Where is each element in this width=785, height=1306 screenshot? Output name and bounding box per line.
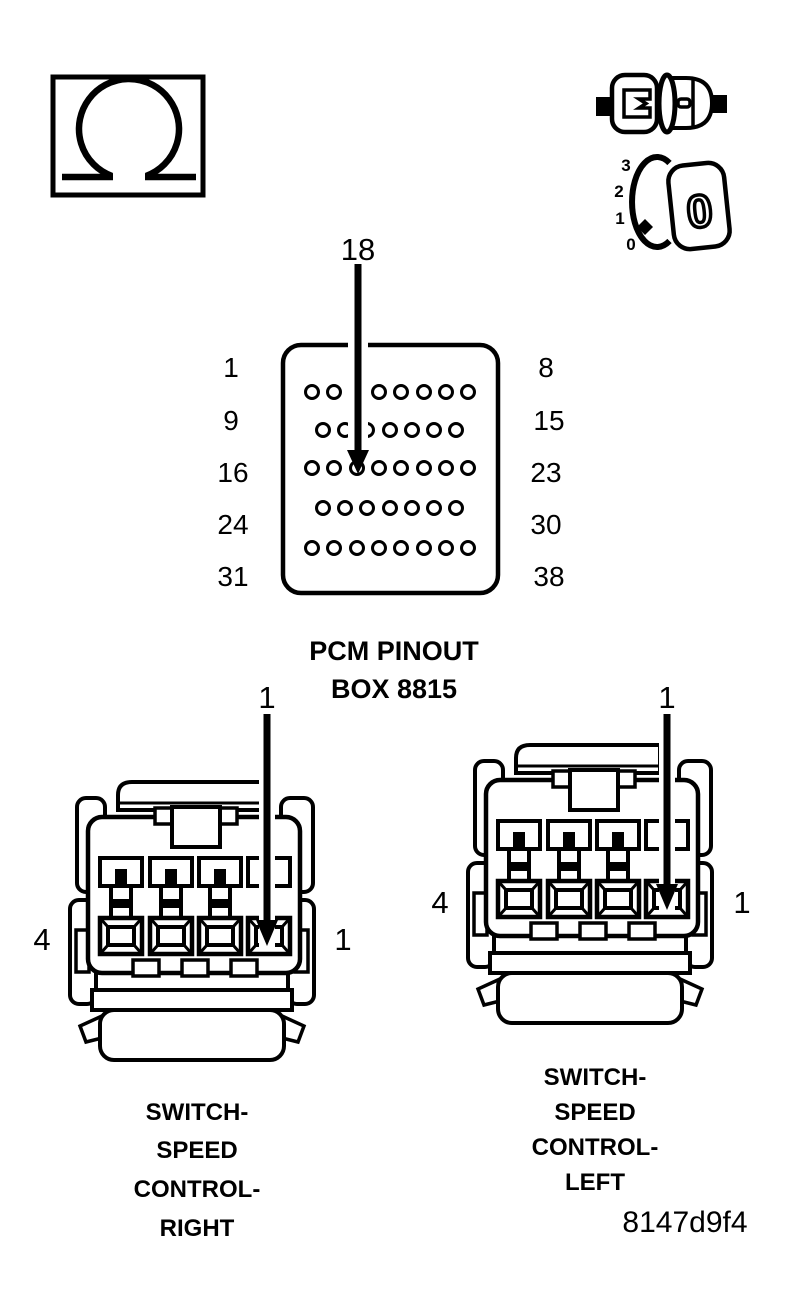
pin-1-callout-arrow-left-switch [656,712,678,912]
ohmmeter-icon [50,74,206,198]
pcm-pinout-box: 18 1 9 16 24 31 8 15 23 30 38 PCM PINOUT… [217,232,564,704]
key-position-2: 2 [614,182,623,201]
row-label-right-8: 8 [538,352,554,383]
pin-label-1-left-switch: 1 [733,885,750,920]
pcm-callout-label: 18 [341,232,375,267]
pin-label-4-right-switch: 4 [33,922,50,957]
row-label-left-24: 24 [217,509,248,540]
name-line: SWITCH- [146,1099,249,1126]
key-face-label: 0 [684,184,715,238]
name-line: SPEED [554,1099,635,1126]
name-line: CONTROL- [532,1134,659,1161]
pcm-title-line-2: BOX 8815 [331,674,457,704]
pin-label-1-right-switch: 1 [334,922,351,957]
name-line: RIGHT [160,1215,235,1242]
row-label-right-15: 15 [533,405,564,436]
row-label-left-9: 9 [223,405,239,436]
row-label-right-23: 23 [530,457,561,488]
key-switch-icon: 0 3 2 1 0 [614,154,732,254]
connector-speed-control-left: 1 4 1 SWITCH- SPEED CONTROL- LEFT [431,680,750,1196]
row-label-left-1: 1 [223,352,239,383]
row-label-left-31: 31 [217,561,248,592]
name-right-switch: SWITCH- SPEED CONTROL- RIGHT [134,1099,261,1242]
name-line: CONTROL- [134,1176,261,1203]
pin-label-4-left-switch: 4 [431,885,448,920]
pcm-box-outline [280,342,501,596]
key-position-3: 3 [621,156,630,175]
row-label-left-16: 16 [217,457,248,488]
connector-speed-control-right: 1 4 1 SWITCH- SPEED CONTROL- RIGHT [33,680,351,1242]
key-position-0: 0 [626,235,635,254]
name-line: SPEED [156,1137,237,1164]
name-line: SWITCH- [544,1064,647,1091]
key-position-1: 1 [615,209,624,228]
pin-grid [304,384,476,556]
row-label-right-30: 30 [530,509,561,540]
pcm-row-labels: 1 9 16 24 31 8 15 23 30 38 [217,352,564,592]
name-left-switch: SWITCH- SPEED CONTROL- LEFT [532,1064,659,1196]
name-line: LEFT [565,1169,625,1196]
callout-label-right-switch: 1 [258,680,275,715]
key-position-marker [637,219,653,235]
pin-1-callout-arrow-right-switch [256,712,278,948]
figure-code: 8147d9f4 [622,1206,747,1239]
disconnect-connector-icon [596,72,727,135]
pin-18-callout-arrow [347,264,369,474]
row-label-right-38: 38 [533,561,564,592]
pcm-title-line-1: PCM PINOUT [309,636,479,666]
callout-label-left-switch: 1 [658,680,675,715]
